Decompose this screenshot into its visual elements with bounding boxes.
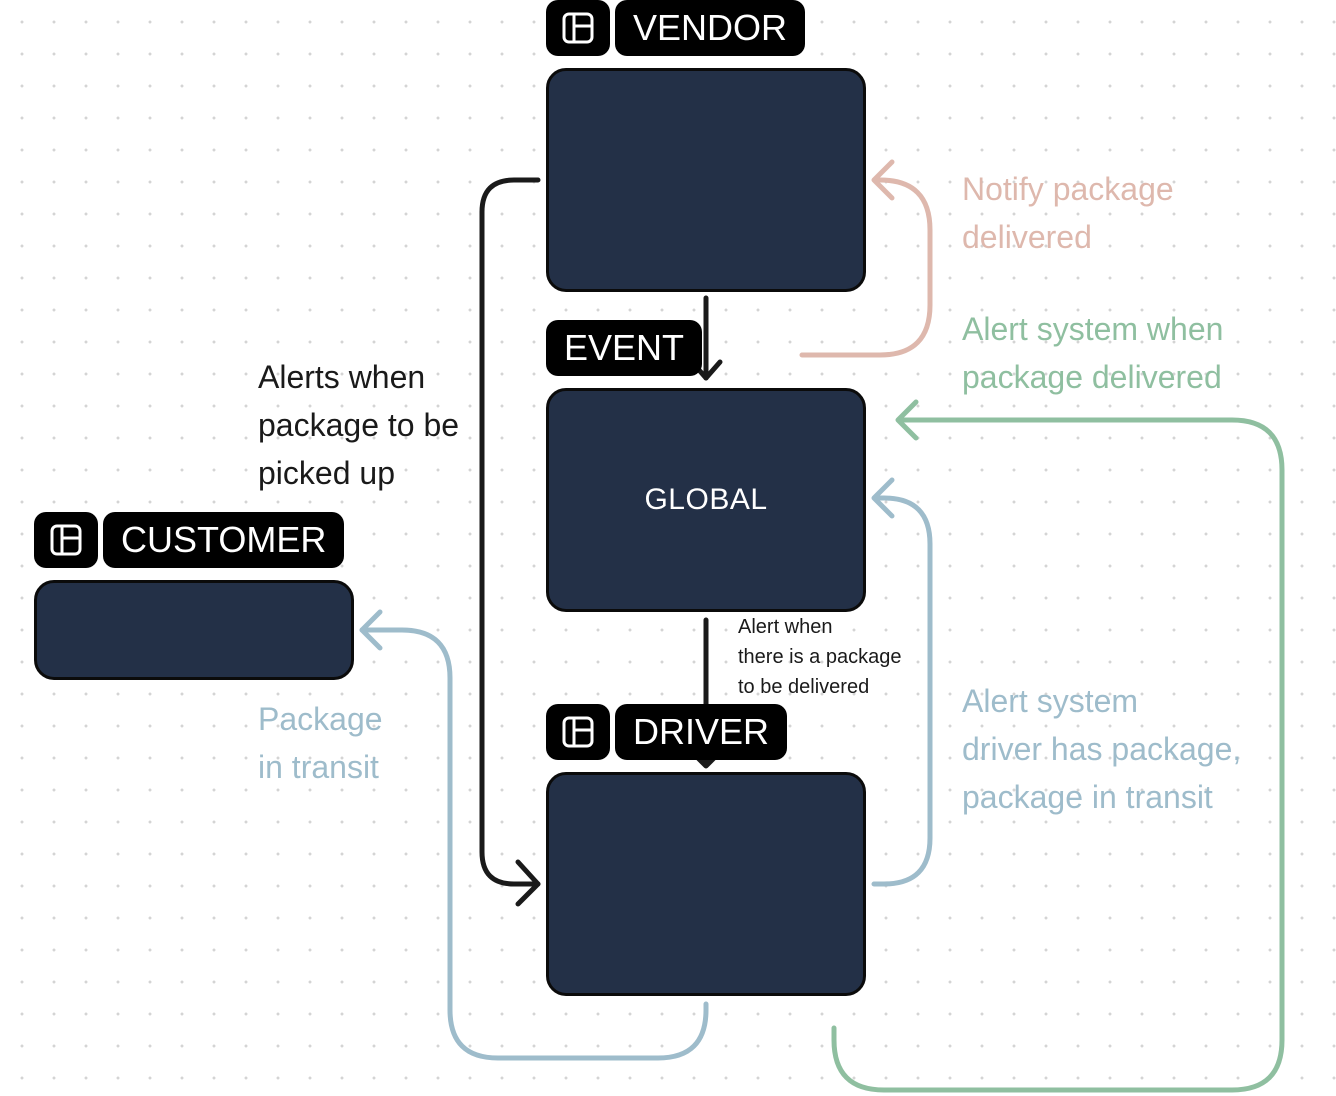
connector-driver-has-package-arrowhead [871, 477, 895, 519]
connector-vendor-to-driver [479, 177, 541, 887]
connector-driver-has-package [871, 495, 933, 887]
table-layout-icon [50, 524, 82, 556]
vendor-icon-badge [546, 0, 610, 56]
driver-box[interactable] [546, 772, 866, 996]
vendor-tag[interactable]: VENDOR [615, 0, 806, 56]
annotation-notify-package-delivered: Notify package delivered [962, 171, 1174, 255]
annotation-alerts-pickup: Alerts when package to be picked up [258, 359, 460, 491]
connector-alert-delivered [831, 417, 1285, 1093]
connector-package-in-transit [359, 627, 709, 1061]
connector-notify-delivered [799, 177, 933, 358]
annotation-alert-system-delivered: Alert system when package delivered [962, 311, 1224, 395]
connector-alert-delivered-arrowhead [895, 399, 919, 441]
table-layout-icon [562, 716, 594, 748]
annotation-alert-to-be-delivered: Alert when there is a package to be deli… [738, 616, 902, 698]
driver-icon-badge [546, 704, 610, 760]
connector-event-to-driver-arrowhead [695, 755, 717, 769]
global-event-box[interactable]: GLOBAL [546, 388, 866, 612]
event-tag[interactable]: EVENT [546, 320, 703, 376]
driver-tag[interactable]: DRIVER [615, 704, 788, 760]
customer-icon-badge [34, 512, 98, 568]
customer-box[interactable] [34, 580, 354, 680]
connector-vendor-to-driver-arrowhead [515, 859, 541, 907]
annotation-package-in-transit: Package in transit [258, 701, 383, 785]
customer-tag[interactable]: CUSTOMER [103, 512, 345, 568]
connector-notify-delivered-arrowhead [871, 159, 895, 201]
vendor-box[interactable] [546, 68, 866, 292]
connector-package-in-transit-arrowhead [359, 609, 383, 651]
table-layout-icon [562, 12, 594, 44]
annotation-alert-driver-has-package: Alert system driver has package, package… [962, 683, 1242, 815]
global-event-label: GLOBAL [644, 483, 768, 516]
